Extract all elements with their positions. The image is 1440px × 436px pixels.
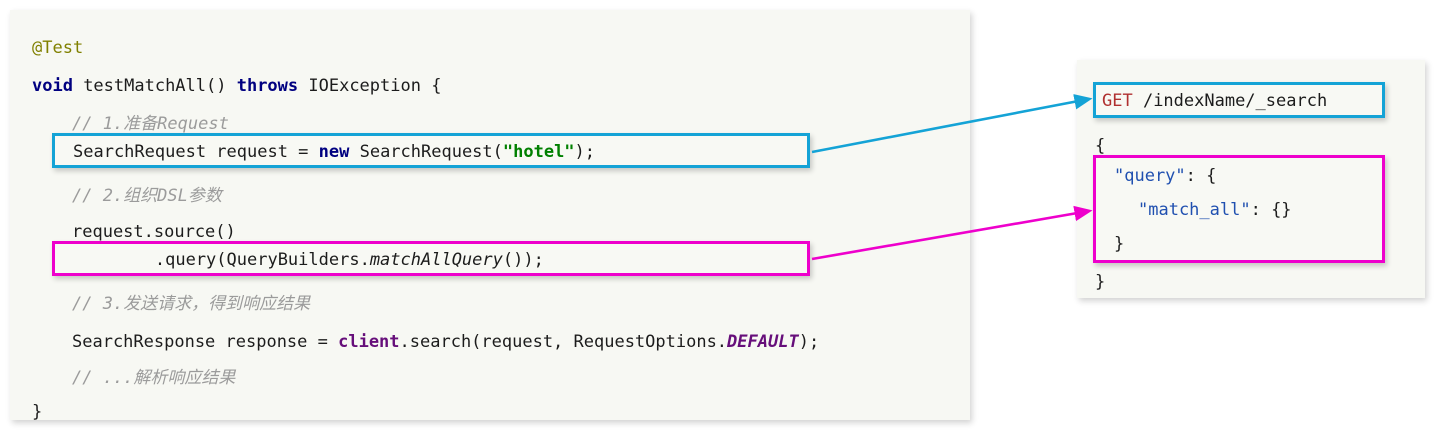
- code-comment-2: // 2.组织DSL参数: [72, 186, 222, 206]
- json-match-all-value-token: : {}: [1250, 200, 1292, 220]
- query-call-end-token: ());: [502, 250, 544, 270]
- request-source-token: request.source(): [72, 222, 236, 242]
- code-comment-4: // ...解析响应结果: [72, 368, 236, 388]
- matchallquery-method-token: matchAllQuery: [369, 250, 503, 270]
- keyword-throws-token: throws: [236, 76, 299, 96]
- code-line-close-brace: }: [32, 402, 43, 422]
- searchrequest-ctor-token: SearchRequest(: [349, 142, 503, 162]
- json-key-match-all-token: "match_all": [1138, 200, 1251, 220]
- annotation-test-token: @Test: [32, 38, 84, 58]
- string-hotel-token: "hotel": [502, 142, 575, 162]
- code-line-method-signature: void testMatchAll() throws IOException {: [32, 76, 441, 96]
- http-verb-get-token: GET: [1102, 91, 1133, 111]
- highlight-cyan-code-text: SearchRequest request = new SearchReques…: [73, 142, 595, 162]
- searchrequest-decl-token: SearchRequest request =: [73, 142, 319, 162]
- exception-type-token: IOException {: [298, 76, 442, 96]
- response-end-token: );: [798, 332, 820, 352]
- code-line-list: @Test void testMatchAll() throws IOExcep…: [10, 10, 970, 422]
- json-key-query-token: "query": [1114, 166, 1186, 186]
- dsl-line-close-brace: }: [1095, 272, 1106, 292]
- dsl-line-match-all: "match_all": {}: [1138, 200, 1292, 220]
- keyword-new-token: new: [318, 142, 350, 162]
- response-mid-token: .search(request, RequestOptions.: [399, 332, 728, 352]
- highlight-magenta-code-box[interactable]: .query(QueryBuilders.matchAllQuery());: [52, 241, 810, 276]
- client-token: client: [338, 332, 400, 352]
- json-query-colon-token: : {: [1185, 166, 1217, 186]
- dsl-line-query: "query": {: [1114, 166, 1216, 186]
- keyword-void-token: void: [32, 76, 73, 96]
- highlight-cyan-code-box[interactable]: SearchRequest request = new SearchReques…: [52, 133, 810, 168]
- java-code-panel: @Test void testMatchAll() throws IOExcep…: [10, 10, 970, 422]
- dsl-line-open-brace: {: [1095, 136, 1106, 156]
- code-line-request-source: request.source(): [72, 222, 236, 242]
- searchrequest-end-token: );: [574, 142, 596, 162]
- query-call-prefix-token: .query(QueryBuilders.: [73, 250, 370, 270]
- code-line-search-response: SearchResponse response = client.search(…: [72, 332, 819, 352]
- code-comment-3: // 3.发送请求，得到响应结果: [72, 294, 311, 314]
- code-line-annotation: @Test: [32, 38, 83, 58]
- default-constant-token: DEFAULT: [727, 332, 799, 352]
- dsl-line-inner-close: }: [1114, 234, 1125, 254]
- response-decl-token: SearchResponse response =: [72, 332, 339, 352]
- code-comment-1: // 1.准备Request: [72, 114, 229, 134]
- dsl-request-line-text: GET /indexName/_search: [1102, 91, 1327, 111]
- dsl-query-block-box[interactable]: "query": { "match_all": {} }: [1093, 155, 1385, 263]
- http-path-token: /indexName/_search: [1132, 91, 1328, 111]
- highlight-magenta-code-text: .query(QueryBuilders.matchAllQuery());: [73, 250, 544, 270]
- dsl-request-line-box[interactable]: GET /indexName/_search: [1093, 82, 1385, 118]
- method-name-token: testMatchAll(): [72, 76, 237, 96]
